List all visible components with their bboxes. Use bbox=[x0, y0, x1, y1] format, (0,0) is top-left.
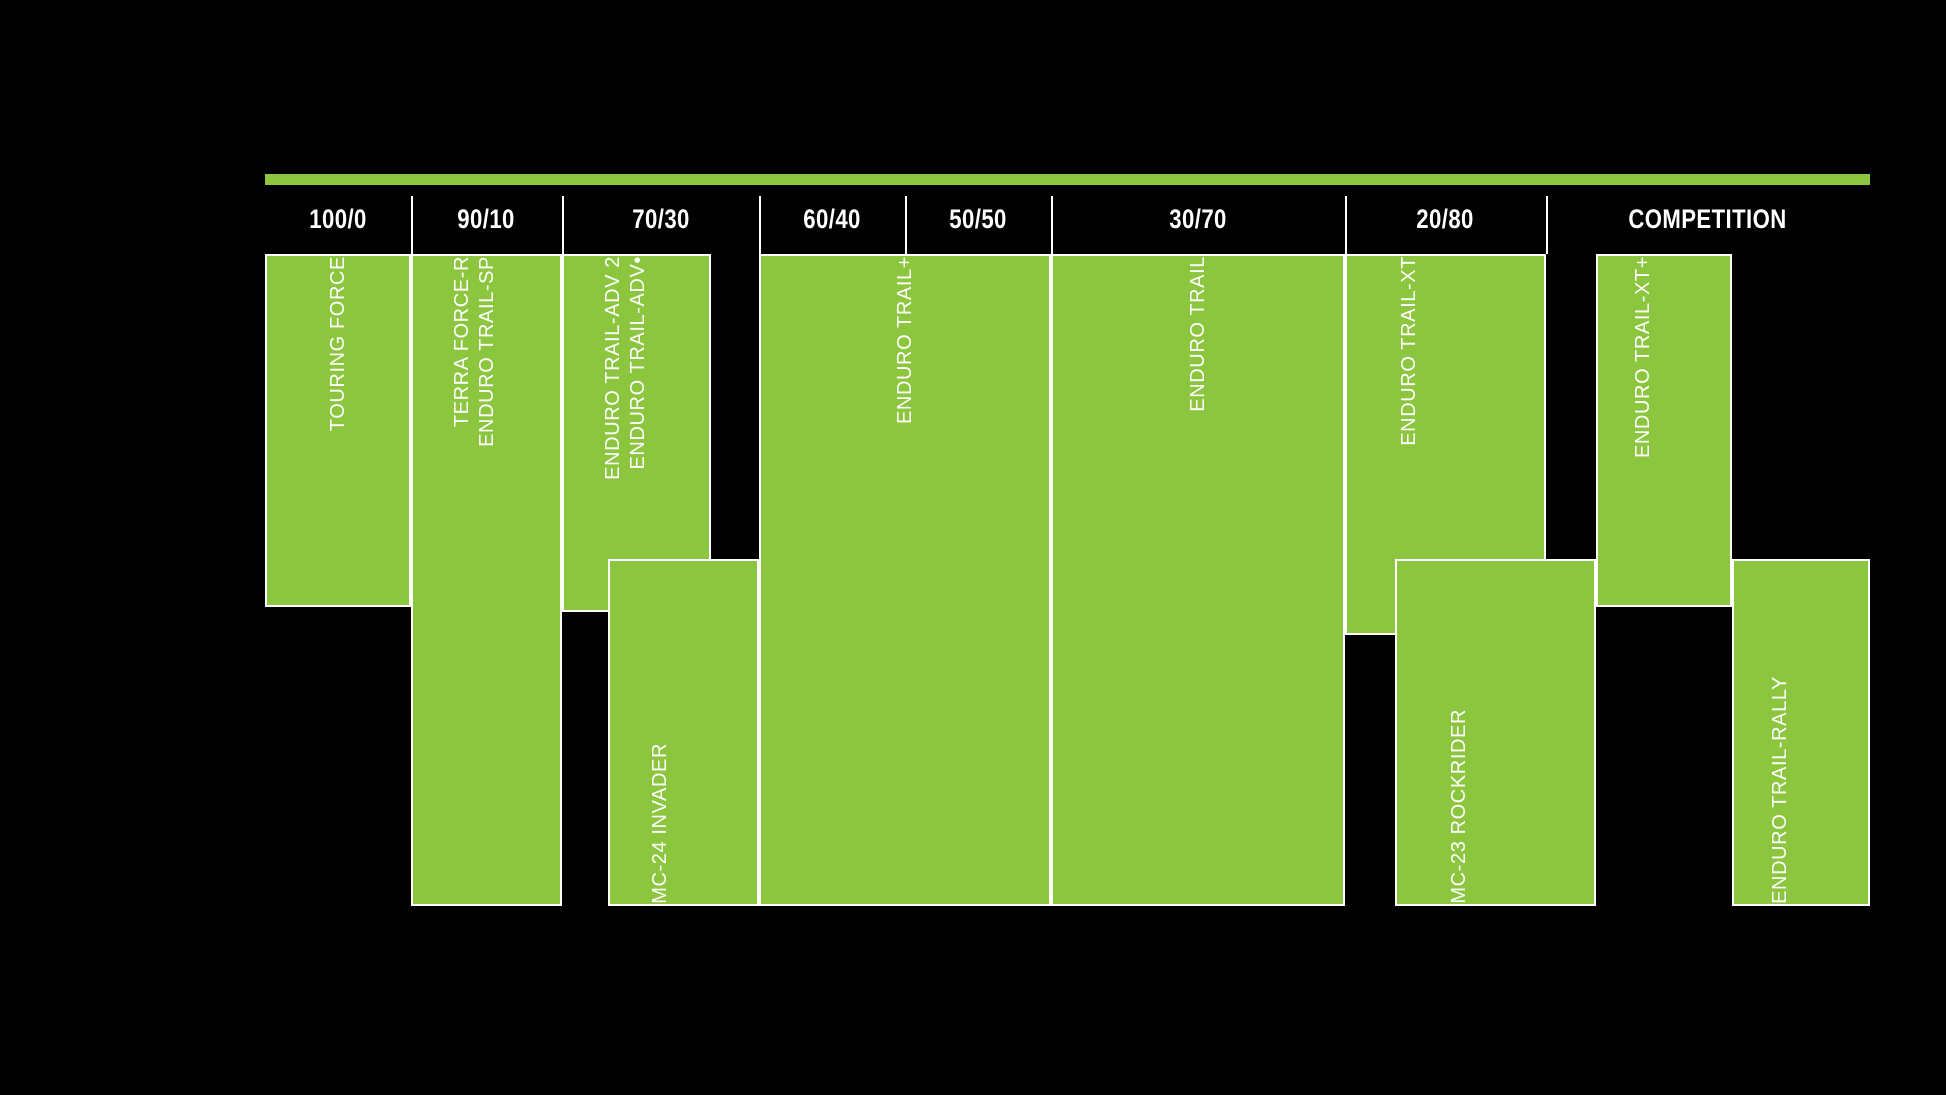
bar-label-group: MC-23 ROCKRIDER bbox=[1397, 561, 1594, 904]
column-header-7: 20/80 bbox=[1345, 185, 1546, 254]
bar-label-group: ENDURO TRAIL bbox=[1053, 256, 1343, 904]
bar-label-group: ENDURO TRAIL+ bbox=[761, 256, 1049, 904]
bar-label: ENDURO TRAIL-SP bbox=[476, 256, 499, 447]
column-header-label: 20/80 bbox=[1416, 204, 1475, 234]
column-header-3: 70/30 bbox=[562, 185, 759, 254]
bar-label: ENDURO TRAIL bbox=[1186, 256, 1209, 412]
bar-label-group: ENDURO TRAIL-RALLY bbox=[1734, 561, 1868, 904]
bar-segment[interactable]: MC-24 INVADER bbox=[608, 559, 760, 906]
bar-label: ENDURO TRAIL-ADV 2 bbox=[601, 256, 624, 480]
bar-label: TOURING FORCE bbox=[326, 256, 349, 432]
column-header-5: 50/50 bbox=[905, 185, 1051, 254]
bar-label: ENDURO TRAIL-ADV• bbox=[626, 256, 649, 470]
column-divider bbox=[1051, 196, 1054, 254]
column-divider bbox=[1345, 196, 1348, 254]
bar-label-group: MC-24 INVADER bbox=[610, 561, 757, 904]
column-header-2: 90/10 bbox=[411, 185, 562, 254]
column-header-band: 100/0 90/10 70/30 60/40 50/50 30/70 20/80 COMPE… bbox=[265, 185, 1870, 254]
bar-label: ENDURO TRAIL-XT+ bbox=[1631, 256, 1654, 459]
column-header-label: 90/10 bbox=[457, 204, 516, 234]
bar-label: MC-24 INVADER bbox=[648, 743, 671, 904]
column-header-6: 30/70 bbox=[1051, 185, 1345, 254]
bar-label: ENDURO TRAIL-RALLY bbox=[1768, 676, 1791, 904]
column-divider bbox=[1545, 196, 1548, 254]
bar-segment[interactable]: ENDURO TRAIL+ bbox=[759, 254, 1052, 906]
bar-segment[interactable]: MC-23 ROCKRIDER bbox=[1394, 559, 1596, 906]
column-header-label: 70/30 bbox=[631, 204, 690, 234]
column-divider bbox=[561, 196, 564, 254]
bar-label: ENDURO TRAIL+ bbox=[893, 256, 916, 425]
bar-label: TERRA FORCE-R bbox=[451, 256, 474, 428]
top-accent-rule bbox=[265, 174, 1870, 185]
bar-segment[interactable]: ENDURO TRAIL bbox=[1051, 254, 1346, 906]
column-header-label: 50/50 bbox=[949, 204, 1008, 234]
bar-label: MC-23 ROCKRIDER bbox=[1448, 709, 1471, 904]
column-divider bbox=[759, 196, 762, 254]
column-divider bbox=[411, 196, 414, 254]
bar-label-group: ENDURO TRAIL-XT+ bbox=[1598, 256, 1730, 605]
column-header-label: 100/0 bbox=[309, 204, 367, 234]
column-header-label: 30/70 bbox=[1169, 204, 1228, 234]
column-header-8: COMPETITION bbox=[1546, 185, 1870, 254]
bar-segment[interactable]: ENDURO TRAIL-XT+ bbox=[1595, 254, 1732, 607]
column-header-label: 60/40 bbox=[803, 204, 862, 234]
bar-segment[interactable]: TOURING FORCE bbox=[265, 254, 412, 607]
column-header-1: 100/0 bbox=[265, 185, 411, 254]
column-header-label: COMPETITION bbox=[1628, 204, 1788, 234]
column-header-4: 60/40 bbox=[759, 185, 905, 254]
bar-segment[interactable]: ENDURO TRAIL-RALLY bbox=[1731, 559, 1870, 906]
column-divider bbox=[905, 196, 908, 254]
bar-label: ENDURO TRAIL-XT bbox=[1398, 256, 1421, 446]
bar-label-group: TOURING FORCE bbox=[267, 256, 409, 605]
